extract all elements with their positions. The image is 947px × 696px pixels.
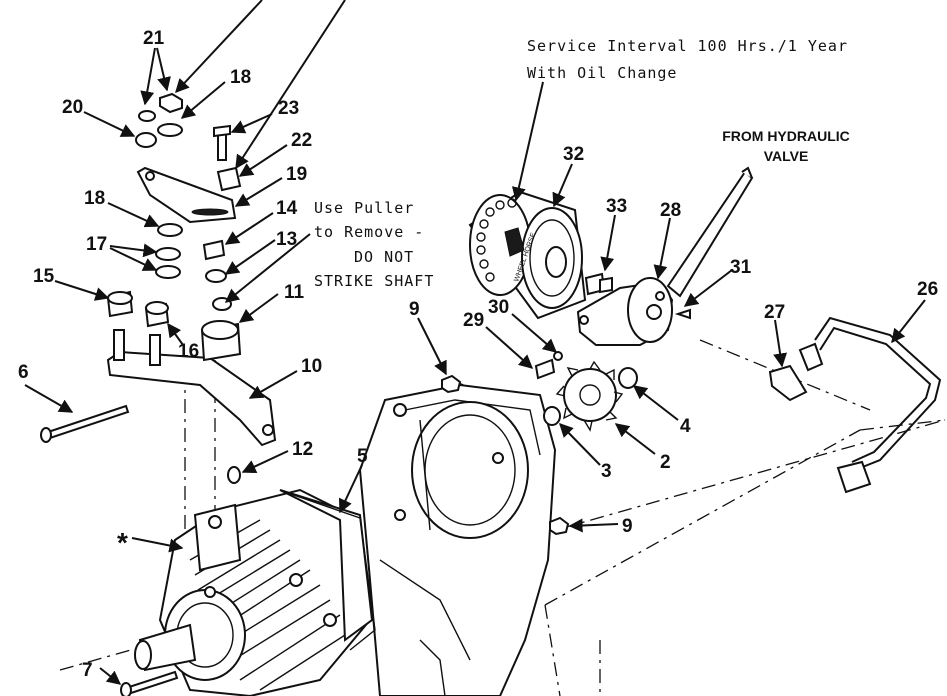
callout-11: 11 — [284, 282, 305, 303]
callout-20: 20 — [62, 97, 83, 118]
callout-13: 13 — [276, 229, 297, 250]
filter-adapter — [584, 272, 613, 296]
key — [227, 466, 241, 484]
callout-33: 33 — [606, 196, 627, 217]
pump-gear — [543, 360, 638, 432]
callout-9-lower: 9 — [622, 516, 633, 537]
callout-18-upper: 18 — [230, 67, 251, 88]
callout-6: 6 — [18, 362, 29, 383]
filter-hardware — [534, 308, 691, 380]
callout-27: 27 — [764, 302, 785, 323]
transmission-housing — [358, 383, 557, 696]
callout-2: 2 — [660, 452, 671, 473]
nuts-and-washers — [106, 92, 242, 362]
gasket — [284, 491, 376, 651]
callout-labels: 21 18 20 23 22 19 18 14 17 13 15 11 16 1… — [18, 28, 938, 681]
callout-12: 12 — [292, 439, 313, 460]
hydrostatic-pump — [134, 488, 374, 696]
oil-filter: WHEEL HORSE — [468, 190, 587, 320]
callout-19: 19 — [286, 164, 307, 185]
callout-31: 31 — [730, 257, 752, 278]
hydraulic-line — [768, 316, 942, 494]
callout-16: 16 — [178, 341, 199, 362]
callout-22: 22 — [291, 130, 312, 151]
callout-30: 30 — [488, 297, 509, 318]
puller-note-line2: to Remove - — [314, 223, 425, 241]
callout-26: 26 — [917, 279, 938, 300]
callout-28: 28 — [660, 200, 681, 221]
callout-4: 4 — [680, 416, 691, 437]
leader-lines — [24, 0, 926, 685]
callout-star: * — [117, 527, 128, 558]
callout-17: 17 — [86, 234, 107, 255]
callout-5: 5 — [357, 446, 368, 467]
screws — [40, 404, 179, 696]
callout-32: 32 — [563, 144, 584, 165]
nut-upper — [441, 374, 462, 394]
service-interval-note-line2: With Oil Change — [527, 64, 678, 82]
callout-15: 15 — [33, 266, 55, 287]
callout-18-lower: 18 — [84, 188, 105, 209]
service-interval-note-line1: Service Interval 100 Hrs./1 Year — [527, 37, 848, 55]
callout-3: 3 — [601, 461, 612, 482]
nut-lower — [549, 516, 570, 536]
filter-housing — [576, 166, 754, 346]
callout-29: 29 — [463, 310, 484, 331]
puller-note-line1: Use Puller — [314, 199, 415, 217]
from-hydraulic-valve-line1: FROM HYDRAULIC — [722, 128, 850, 144]
callout-7: 7 — [82, 660, 93, 681]
callout-10: 10 — [301, 356, 322, 377]
callout-14: 14 — [276, 198, 298, 219]
puller-note-line3: DO NOT — [354, 248, 415, 266]
control-bracket — [106, 166, 277, 447]
from-hydraulic-valve-line2: VALVE — [763, 148, 809, 164]
callout-9-upper: 9 — [409, 299, 420, 320]
puller-note-line4: STRIKE SHAFT — [314, 272, 435, 290]
callout-21: 21 — [143, 28, 165, 49]
callout-23: 23 — [278, 98, 299, 119]
